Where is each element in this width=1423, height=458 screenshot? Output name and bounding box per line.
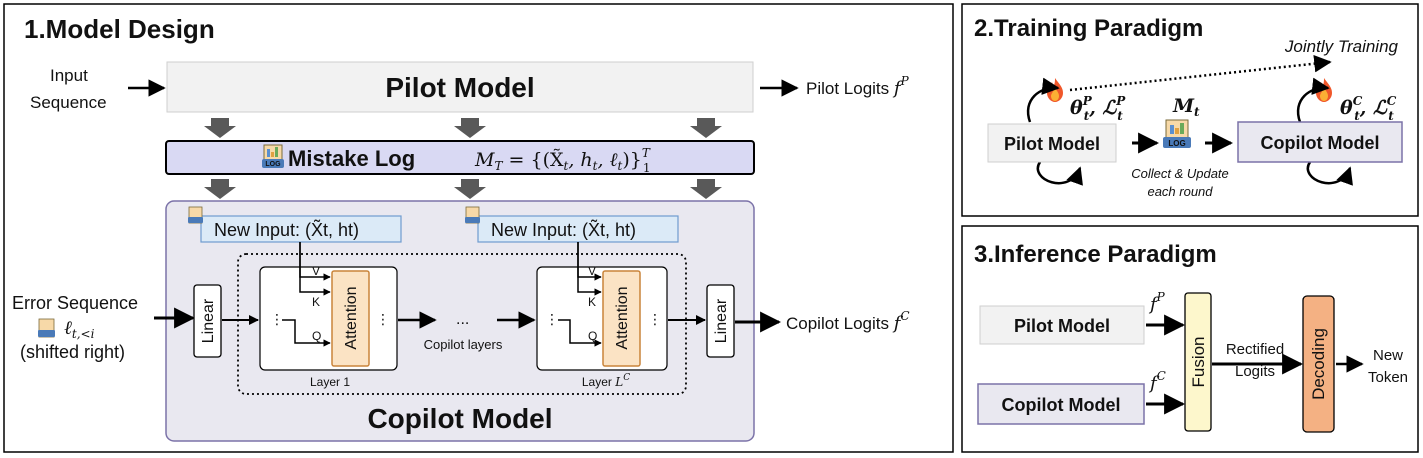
new-input-label-1: New Input: (X̃t, ht)	[214, 219, 359, 240]
layer1-vkq-lines	[282, 242, 331, 347]
pilot-model-label: Pilot Model	[385, 72, 534, 103]
layer1-dots-left: ⋮	[270, 311, 284, 327]
decoding-label: Decoding	[1309, 328, 1328, 400]
panel1-title: 1.Model Design	[24, 14, 215, 44]
linear-box-1	[193, 284, 222, 358]
layerL-q: Q	[588, 329, 597, 343]
mt-label: Mt	[1172, 95, 1200, 119]
error-seq-math: ℓt,<i	[64, 317, 95, 341]
log-icon-small-2	[465, 206, 480, 224]
copilot-layers-region	[237, 253, 687, 395]
error-sequence-label: Error Sequence	[12, 293, 138, 313]
layerL-dots-right: ⋮	[648, 311, 662, 327]
linear-label-2: Linear	[713, 298, 730, 343]
rectified-line2: Logits	[1235, 363, 1275, 380]
decoding-box	[1302, 295, 1335, 433]
collect-update-line1: Collect & Update	[1131, 166, 1229, 181]
fire-icon-copilot	[1316, 78, 1332, 102]
rectified-line1: Rectified	[1226, 341, 1284, 358]
panel2-title: 2.Training Paradigm	[974, 15, 1203, 42]
layerL-v: V	[588, 264, 596, 278]
p2-pilot-model-label: Pilot Model	[1004, 134, 1100, 154]
linear-label-1: Linear	[200, 298, 217, 343]
mistake-log-box	[165, 140, 755, 175]
between-layers-ellipsis: ...	[456, 311, 469, 328]
layerL-dots-left: ⋮	[545, 311, 559, 327]
fusion-box	[1184, 292, 1212, 432]
attention-box-2	[602, 270, 641, 367]
p3-copilot-model-box	[977, 383, 1145, 425]
pilot-loop-top	[1026, 77, 1060, 123]
p3-pilot-model-box	[979, 305, 1145, 345]
new-input-label-2: New Input: (X̃t, ht)	[491, 219, 636, 240]
p3-pilot-model-label: Pilot Model	[1014, 316, 1110, 336]
panel-inference-paradigm	[961, 225, 1419, 453]
p3-fc-label: fC	[1148, 369, 1166, 394]
log-icon: LOG	[262, 144, 284, 168]
attention-box-1	[331, 270, 370, 367]
layerL-label: Layer LC	[582, 373, 630, 389]
layer1-v: V	[312, 264, 320, 278]
p3-fp-label: fP	[1148, 290, 1166, 315]
shifted-right-label: (shifted right)	[20, 342, 125, 362]
gray-down-arrows-row1	[204, 118, 722, 138]
collect-update-line2: each round	[1147, 184, 1213, 199]
gray-down-arrows-row2	[204, 179, 722, 199]
log-icon-small-1	[188, 206, 203, 224]
panel3-title: 3.Inference Paradigm	[974, 241, 1217, 268]
attention-label-1: Attention	[343, 286, 360, 349]
new-token-line1: New	[1373, 347, 1403, 364]
p3-copilot-model-label: Copilot Model	[1002, 395, 1121, 415]
layerL-vkq-lines	[558, 242, 602, 347]
layer1-label: Layer 1	[310, 375, 350, 389]
new-input-box-2	[477, 215, 679, 243]
p2-copilot-model-label: Copilot Model	[1261, 133, 1380, 153]
new-input-box-1	[200, 215, 402, 243]
new-token-line2: Token	[1368, 369, 1408, 386]
fire-icon-pilot	[1047, 78, 1063, 102]
copilot-layers-label: Copilot layers	[424, 337, 503, 352]
pilot-model-box	[166, 61, 754, 113]
copilot-logits-label: Copilot Logits fC	[786, 309, 910, 334]
copilot-model-label: Copilot Model	[367, 403, 552, 434]
input-label-line1: Input	[50, 66, 88, 85]
layer1-q: Q	[312, 329, 321, 343]
panel-training-paradigm	[961, 3, 1419, 217]
copilot-loop-top	[1296, 77, 1330, 123]
copilot-loop-bottom	[1306, 161, 1353, 186]
mistake-log-label: Mistake Log	[288, 146, 415, 171]
svg-text:LOG: LOG	[265, 161, 281, 168]
log-icon-training: LOG	[1163, 119, 1191, 148]
panel-model-design	[3, 3, 954, 453]
linear-box-2	[706, 284, 735, 358]
attention-label-2: Attention	[614, 286, 631, 349]
pilot-loop-bottom	[1036, 161, 1083, 186]
jointly-training-dotted-arrow	[1069, 54, 1332, 92]
log-icon-error	[38, 318, 55, 338]
p2-copilot-model-box	[1237, 121, 1403, 163]
fusion-label: Fusion	[1189, 336, 1208, 387]
jointly-training-label: Jointly Training	[1284, 37, 1399, 56]
layerL-k: K	[588, 295, 596, 309]
svg-text:LOG: LOG	[1168, 139, 1185, 148]
layer1-k: K	[312, 295, 320, 309]
layer1-dots-right: ⋮	[376, 311, 390, 327]
pilot-logits-label: Pilot Logits fP	[806, 74, 910, 99]
input-label-line2: Sequence	[30, 93, 107, 112]
p2-pilot-model-box	[987, 123, 1117, 163]
